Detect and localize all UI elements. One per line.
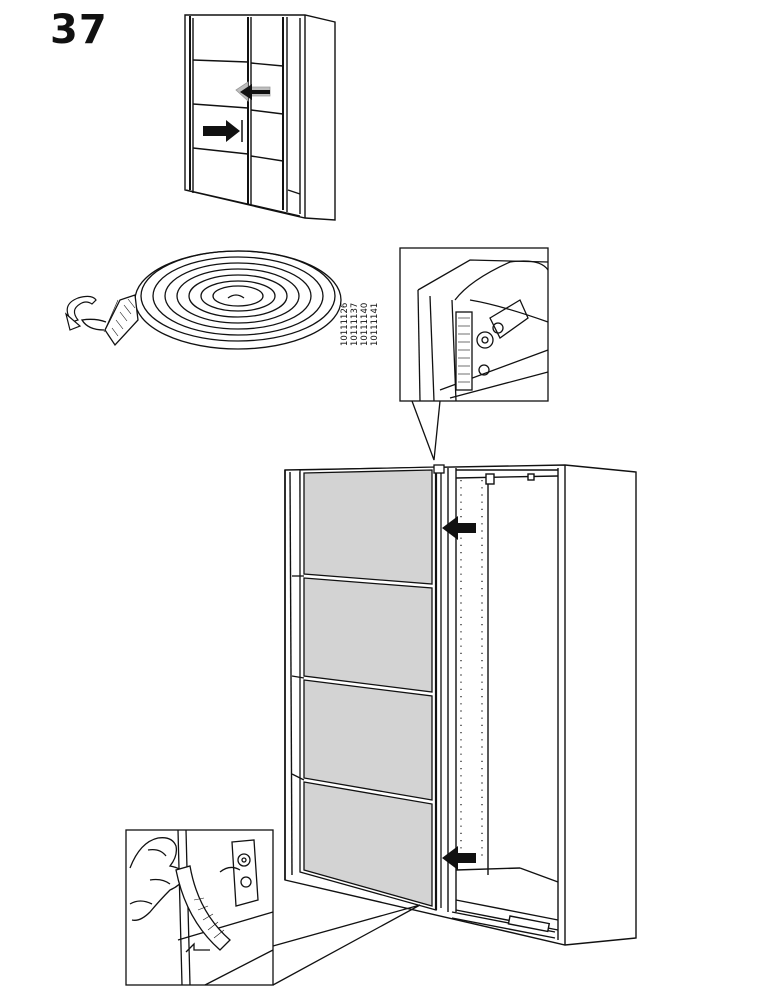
push-arrow-icon [203, 120, 243, 142]
rotate-arrow-icon [64, 295, 97, 331]
slide-arrow-icon [235, 81, 271, 102]
sliding-door [291, 464, 445, 911]
part-code: 10111141 [370, 302, 380, 346]
overview-wardrobe [184, 14, 336, 221]
detail-inset-top [399, 247, 549, 461]
detail-inset-bottom [125, 829, 421, 986]
brush-strip-coil [80, 250, 342, 350]
part-code: 10111140 [360, 302, 370, 346]
part-code: 10111137 [350, 302, 360, 346]
push-arrow-icon [442, 846, 476, 870]
part-codes: 10111126 10111137 10111140 10111141 [340, 286, 400, 346]
push-arrow-icon [442, 516, 476, 540]
part-code: 10111126 [340, 302, 350, 346]
step-number: 37 [50, 7, 108, 53]
